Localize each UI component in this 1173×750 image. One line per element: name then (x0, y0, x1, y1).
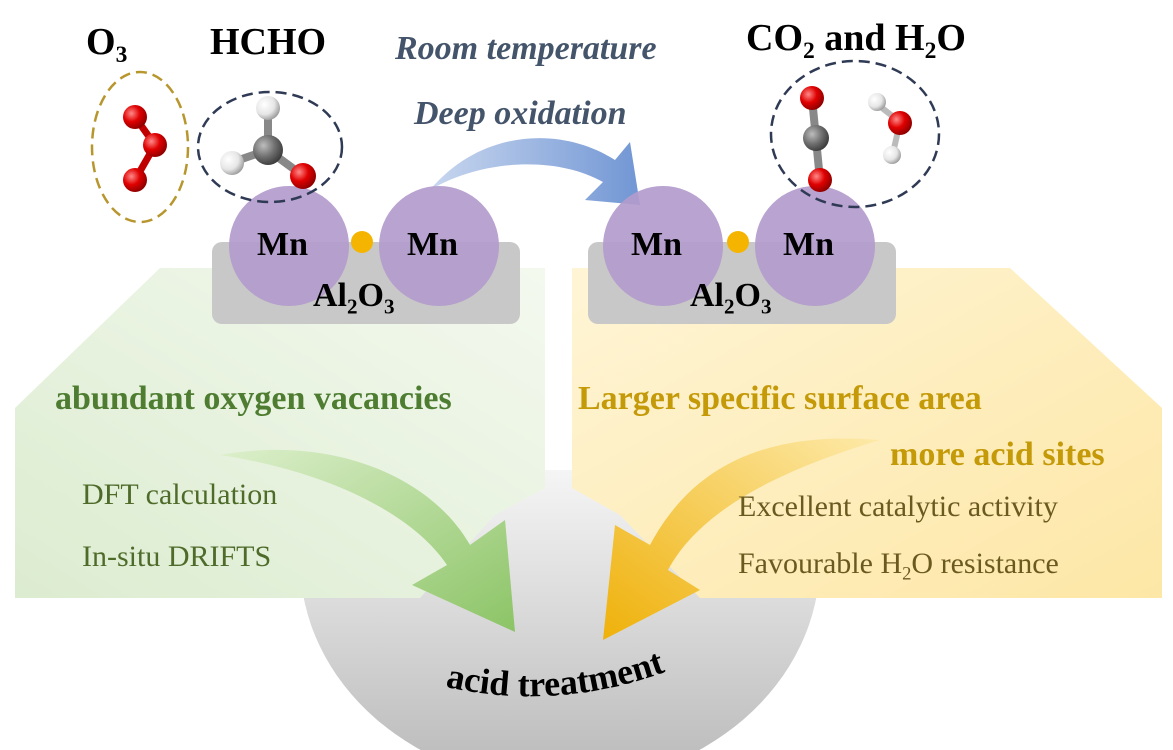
right-panel-item-1: Excellent catalytic activity (738, 490, 1058, 523)
right-mn-label-b: Mn (783, 226, 834, 263)
left-catalyst (212, 186, 520, 324)
left-mn-label-a: Mn (257, 226, 308, 263)
left-panel-item-1: DFT calculation (82, 478, 278, 511)
process-arrow (430, 138, 640, 205)
gold-arrow (603, 438, 880, 640)
right-panel-heading-2: more acid sites (890, 436, 1105, 473)
hcho-label: HCHO (210, 21, 327, 63)
green-arrow (220, 449, 515, 632)
co2-carbon (803, 125, 829, 151)
ozone-molecule (90, 70, 190, 224)
hcho-hydrogen-2 (220, 151, 244, 175)
ozone-atom-2 (143, 133, 167, 157)
co2-oxygen-2 (808, 168, 832, 192)
hcho-carbon (253, 135, 283, 165)
process-line-2: Deep oxidation (414, 95, 627, 132)
h2o-hydrogen-1 (868, 93, 886, 111)
left-mn-atom-b (379, 186, 499, 306)
left-support-label: Al2O3 (313, 277, 395, 319)
products-label: CO2 and H2O (746, 17, 966, 65)
right-mn-atom-a (603, 186, 723, 306)
right-oxygen-dot (727, 231, 749, 253)
right-mn-atom-b (755, 186, 875, 306)
ozone-atom-1 (123, 105, 147, 129)
co2-oxygen-1 (800, 86, 824, 110)
left-panel-item-2: In-situ DRIFTS (82, 540, 272, 573)
hcho-oxygen (290, 163, 316, 189)
products-molecules (769, 59, 941, 209)
right-mn-label-a: Mn (631, 226, 682, 263)
right-panel-background (572, 268, 1162, 598)
ozone-label: O3 (86, 21, 128, 69)
h2o-hydrogen-2 (883, 146, 901, 164)
ozone-dashed-ellipse (90, 70, 190, 224)
hcho-hydrogen-1 (256, 96, 280, 120)
left-oxygen-dot (351, 231, 373, 253)
right-panel-heading-1: Larger specific surface area (578, 380, 982, 417)
right-catalyst (588, 186, 896, 324)
left-panel-heading: abundant oxygen vacancies (55, 380, 452, 417)
process-line-1: Room temperature (395, 30, 657, 67)
products-dashed-ellipse (769, 59, 941, 209)
formaldehyde-molecule (196, 90, 344, 204)
h2o-oxygen (888, 111, 912, 135)
right-support-label: Al2O3 (690, 277, 772, 319)
right-panel-item-2: Favourable H2O resistance (738, 547, 1059, 585)
left-mn-label-b: Mn (407, 226, 458, 263)
left-mn-atom-a (229, 186, 349, 306)
ozone-atom-3 (123, 168, 147, 192)
hcho-dashed-ellipse (196, 90, 344, 204)
